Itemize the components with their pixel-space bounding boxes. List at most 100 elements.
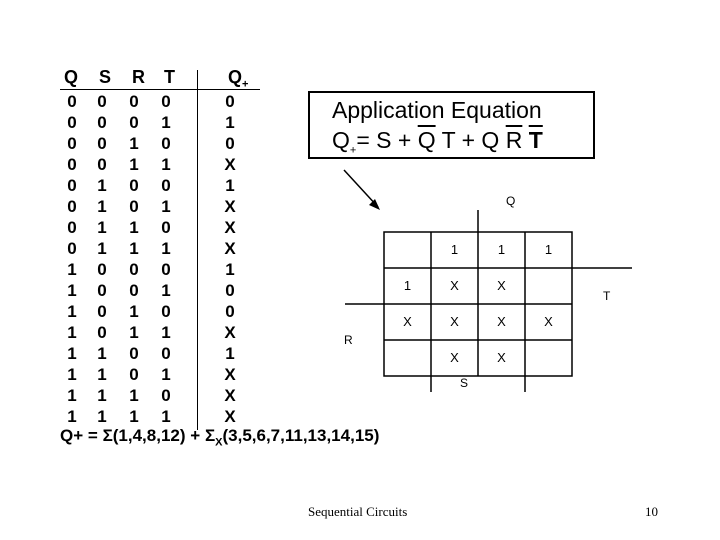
- eq-t-plus-q: T + Q: [435, 127, 506, 153]
- kmap-cell: X: [403, 314, 412, 329]
- truth-table-cell: 0: [161, 176, 171, 195]
- truth-table-cell: 1: [97, 365, 107, 384]
- truth-table-cell: 1: [129, 218, 139, 237]
- kmap-cell: 1: [450, 242, 459, 257]
- truth-table-cell: 1: [97, 197, 107, 216]
- header-qplus: Q+: [228, 67, 249, 91]
- truth-table-cell: 0: [161, 302, 171, 321]
- kmap-label-s: S: [460, 376, 469, 390]
- truth-table-cell: 1: [129, 134, 139, 153]
- truth-table-cell: 1: [161, 113, 171, 132]
- truth-table-cell: 1: [97, 176, 107, 195]
- kmap-label-t: T: [603, 289, 611, 303]
- truth-table-cell: 0: [67, 113, 77, 132]
- truth-table-cell: 0: [129, 281, 139, 300]
- truth-table-cell: 0: [67, 176, 77, 195]
- kmap-cell: X: [450, 350, 459, 365]
- eq-rbar: R: [505, 127, 523, 153]
- truth-table-cell: 0: [67, 92, 77, 111]
- kmap-label-r: R: [344, 333, 353, 347]
- page-number: 10: [645, 504, 658, 519]
- truth-table-cell: 0: [97, 281, 107, 300]
- summary-equals: =: [87, 426, 98, 445]
- truth-table-cell: 0: [67, 134, 77, 153]
- header-r: R: [132, 67, 145, 87]
- truth-table-cell: 1: [67, 281, 77, 300]
- truth-table-cell: 1: [97, 239, 107, 258]
- kmap-cell: 1: [544, 242, 553, 257]
- kmap-cell: X: [544, 314, 553, 329]
- eq-lhs-sub: +: [349, 144, 357, 157]
- header-s: S: [99, 67, 112, 87]
- truth-table-cell: 0: [161, 134, 171, 153]
- application-equation-title: Application Equation: [332, 97, 542, 123]
- footer-title: Sequential Circuits: [308, 504, 408, 519]
- truth-table-cell: 1: [129, 323, 139, 342]
- truth-table-cell: 1: [161, 407, 171, 426]
- truth-table-cell: 0: [161, 386, 171, 405]
- kmap-cell: X: [497, 278, 506, 293]
- summary-dcs: (3,5,6,7,11,13,14,15): [222, 426, 380, 445]
- truth-table-output: X: [224, 239, 236, 258]
- arrow-shaft: [343, 169, 379, 208]
- truth-table-output: X: [224, 323, 236, 342]
- minterm-summary: Q+ = Σ(1,4,8,12) + ΣX(3,5,6,7,11,13,14,1…: [60, 426, 379, 448]
- truth-table-cell: 1: [161, 323, 171, 342]
- truth-table-output: X: [224, 197, 236, 216]
- eq-lhs: Q: [332, 127, 350, 153]
- kmap-cell: X: [450, 314, 459, 329]
- application-equation-box: Application Equation Q+= S + Q T + Q R T: [308, 91, 595, 159]
- truth-table-cell: 1: [161, 197, 171, 216]
- truth-table-cell: 0: [161, 344, 171, 363]
- truth-table-cell: 1: [161, 365, 171, 384]
- truth-table-output: X: [224, 407, 236, 426]
- truth-table-cell: 0: [129, 260, 139, 279]
- truth-table-cell: 0: [67, 155, 77, 174]
- truth-table-cell: 1: [129, 239, 139, 258]
- truth-table-cell: 1: [161, 281, 171, 300]
- summary-plus: +: [190, 426, 201, 445]
- kmap-cell: X: [497, 314, 506, 329]
- truth-table-output: X: [224, 386, 236, 405]
- truth-table-cell: 1: [67, 344, 77, 363]
- output-divider: [197, 70, 198, 430]
- truth-table-cell: 0: [97, 92, 107, 111]
- truth-table-output: 1: [225, 113, 235, 132]
- eq-tbar: T: [528, 127, 543, 153]
- kmap-label-q: Q: [506, 194, 516, 208]
- truth-table-output: 0: [225, 134, 235, 153]
- truth-table-cell: 1: [67, 407, 77, 426]
- truth-table-cell: 0: [67, 239, 77, 258]
- truth-table-cell: 0: [129, 176, 139, 195]
- eq-qbar: Q: [417, 127, 436, 153]
- truth-table-cell: 1: [67, 260, 77, 279]
- truth-table-output: 1: [225, 344, 235, 363]
- kmap-cell: 1: [497, 242, 506, 257]
- summary-ones: (1,4,8,12): [112, 426, 186, 445]
- kmap-cell: X: [450, 278, 459, 293]
- application-equation: Q+= S + Q T + Q R T: [332, 127, 543, 157]
- truth-table-cell: 1: [97, 386, 107, 405]
- truth-table-cell: 1: [97, 344, 107, 363]
- truth-table-cell: 0: [97, 302, 107, 321]
- truth-table-cell: 0: [129, 365, 139, 384]
- truth-table-cell: 1: [129, 155, 139, 174]
- header-t: T: [164, 67, 175, 87]
- eq-equals-s: = S +: [356, 127, 418, 153]
- truth-table-cell: 0: [161, 218, 171, 237]
- truth-table-cell: 0: [161, 92, 171, 111]
- summary-lhs: Q+: [60, 426, 84, 445]
- truth-table-cell: 0: [129, 113, 139, 132]
- truth-table-cell: 0: [97, 323, 107, 342]
- header-rule: [60, 89, 260, 90]
- truth-table-cell: 0: [97, 155, 107, 174]
- truth-table-output: 0: [225, 302, 235, 321]
- summary-dc-sub: X: [215, 436, 223, 449]
- truth-table-cell: 0: [97, 134, 107, 153]
- truth-table-cell: 1: [67, 386, 77, 405]
- arrow-head: [369, 199, 380, 210]
- truth-table-cell: 0: [161, 260, 171, 279]
- truth-table-cell: 0: [129, 344, 139, 363]
- kmap-cell: X: [497, 350, 506, 365]
